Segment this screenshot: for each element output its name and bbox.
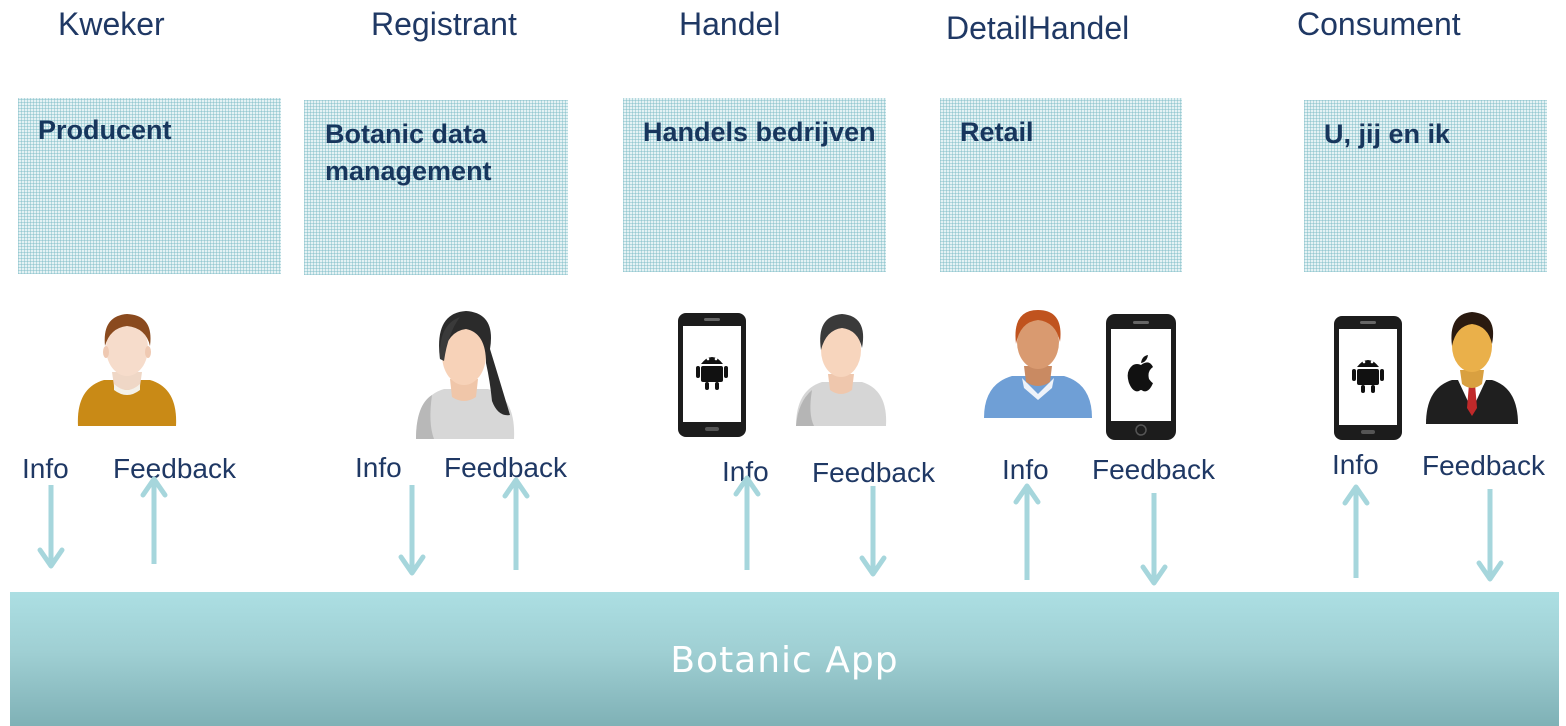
feedback-label-handel: Feedback (812, 457, 935, 488)
role-box-consument: U, jij en ik (1304, 100, 1547, 272)
role-box-label: Handels bedrijven (643, 117, 876, 147)
down-arrow-icon (37, 485, 65, 569)
android-phone-icon (1334, 316, 1402, 440)
feedback-label-registrant: Feedback (444, 452, 567, 483)
header-kweker: Kweker (58, 6, 165, 42)
down-arrow-icon (1476, 489, 1504, 582)
down-arrow-icon (859, 486, 887, 577)
up-arrow-icon (733, 475, 761, 570)
info-label-consument: Info (1332, 449, 1379, 480)
up-arrow-icon (140, 476, 168, 564)
botanic-app-label: Botanic App (670, 640, 899, 681)
feedback-label-detailhandel: Feedback (1092, 454, 1215, 485)
feedback-label-kweker: Feedback (113, 453, 236, 484)
info-label-kweker: Info (22, 453, 69, 484)
role-box-label: U, jij en ik (1324, 119, 1451, 149)
up-arrow-icon (1342, 484, 1370, 578)
header-registrant: Registrant (371, 6, 517, 42)
info-label-registrant: Info (355, 452, 402, 483)
role-box-label: Producent (38, 115, 172, 145)
role-box-botanic-data-management: Botanic data management (304, 100, 568, 275)
down-arrow-icon (398, 485, 426, 576)
person-grey-shirt-icon (796, 314, 887, 426)
feedback-label-consument: Feedback (1422, 450, 1545, 481)
woman-ponytail-icon (416, 311, 515, 439)
role-box-producent: Producent (18, 98, 281, 274)
header-consument: Consument (1297, 6, 1461, 42)
person-blue-shirt-icon (984, 310, 1092, 418)
botanic-app-bar: Botanic App (10, 592, 1559, 726)
android-phone-icon (678, 313, 746, 437)
role-box-retail: Retail (940, 98, 1182, 272)
header-detailhandel: DetailHandel (946, 10, 1130, 46)
person-orange-shirt-icon (77, 314, 177, 426)
down-arrow-icon (1140, 493, 1168, 586)
up-arrow-icon (502, 477, 530, 570)
role-box-label: Retail (960, 117, 1034, 147)
role-box-handels-bedrijven: Handels bedrijven (623, 98, 886, 272)
apple-phone-icon (1106, 314, 1176, 440)
info-label-detailhandel: Info (1002, 454, 1049, 485)
up-arrow-icon (1013, 483, 1041, 580)
flow-arrows: .ln { stroke: #a6d6dc; stroke-width: 5; … (37, 475, 1504, 586)
role-box-label: Botanic data management (325, 119, 492, 186)
businessman-icon (1426, 312, 1518, 424)
header-handel: Handel (679, 6, 781, 42)
